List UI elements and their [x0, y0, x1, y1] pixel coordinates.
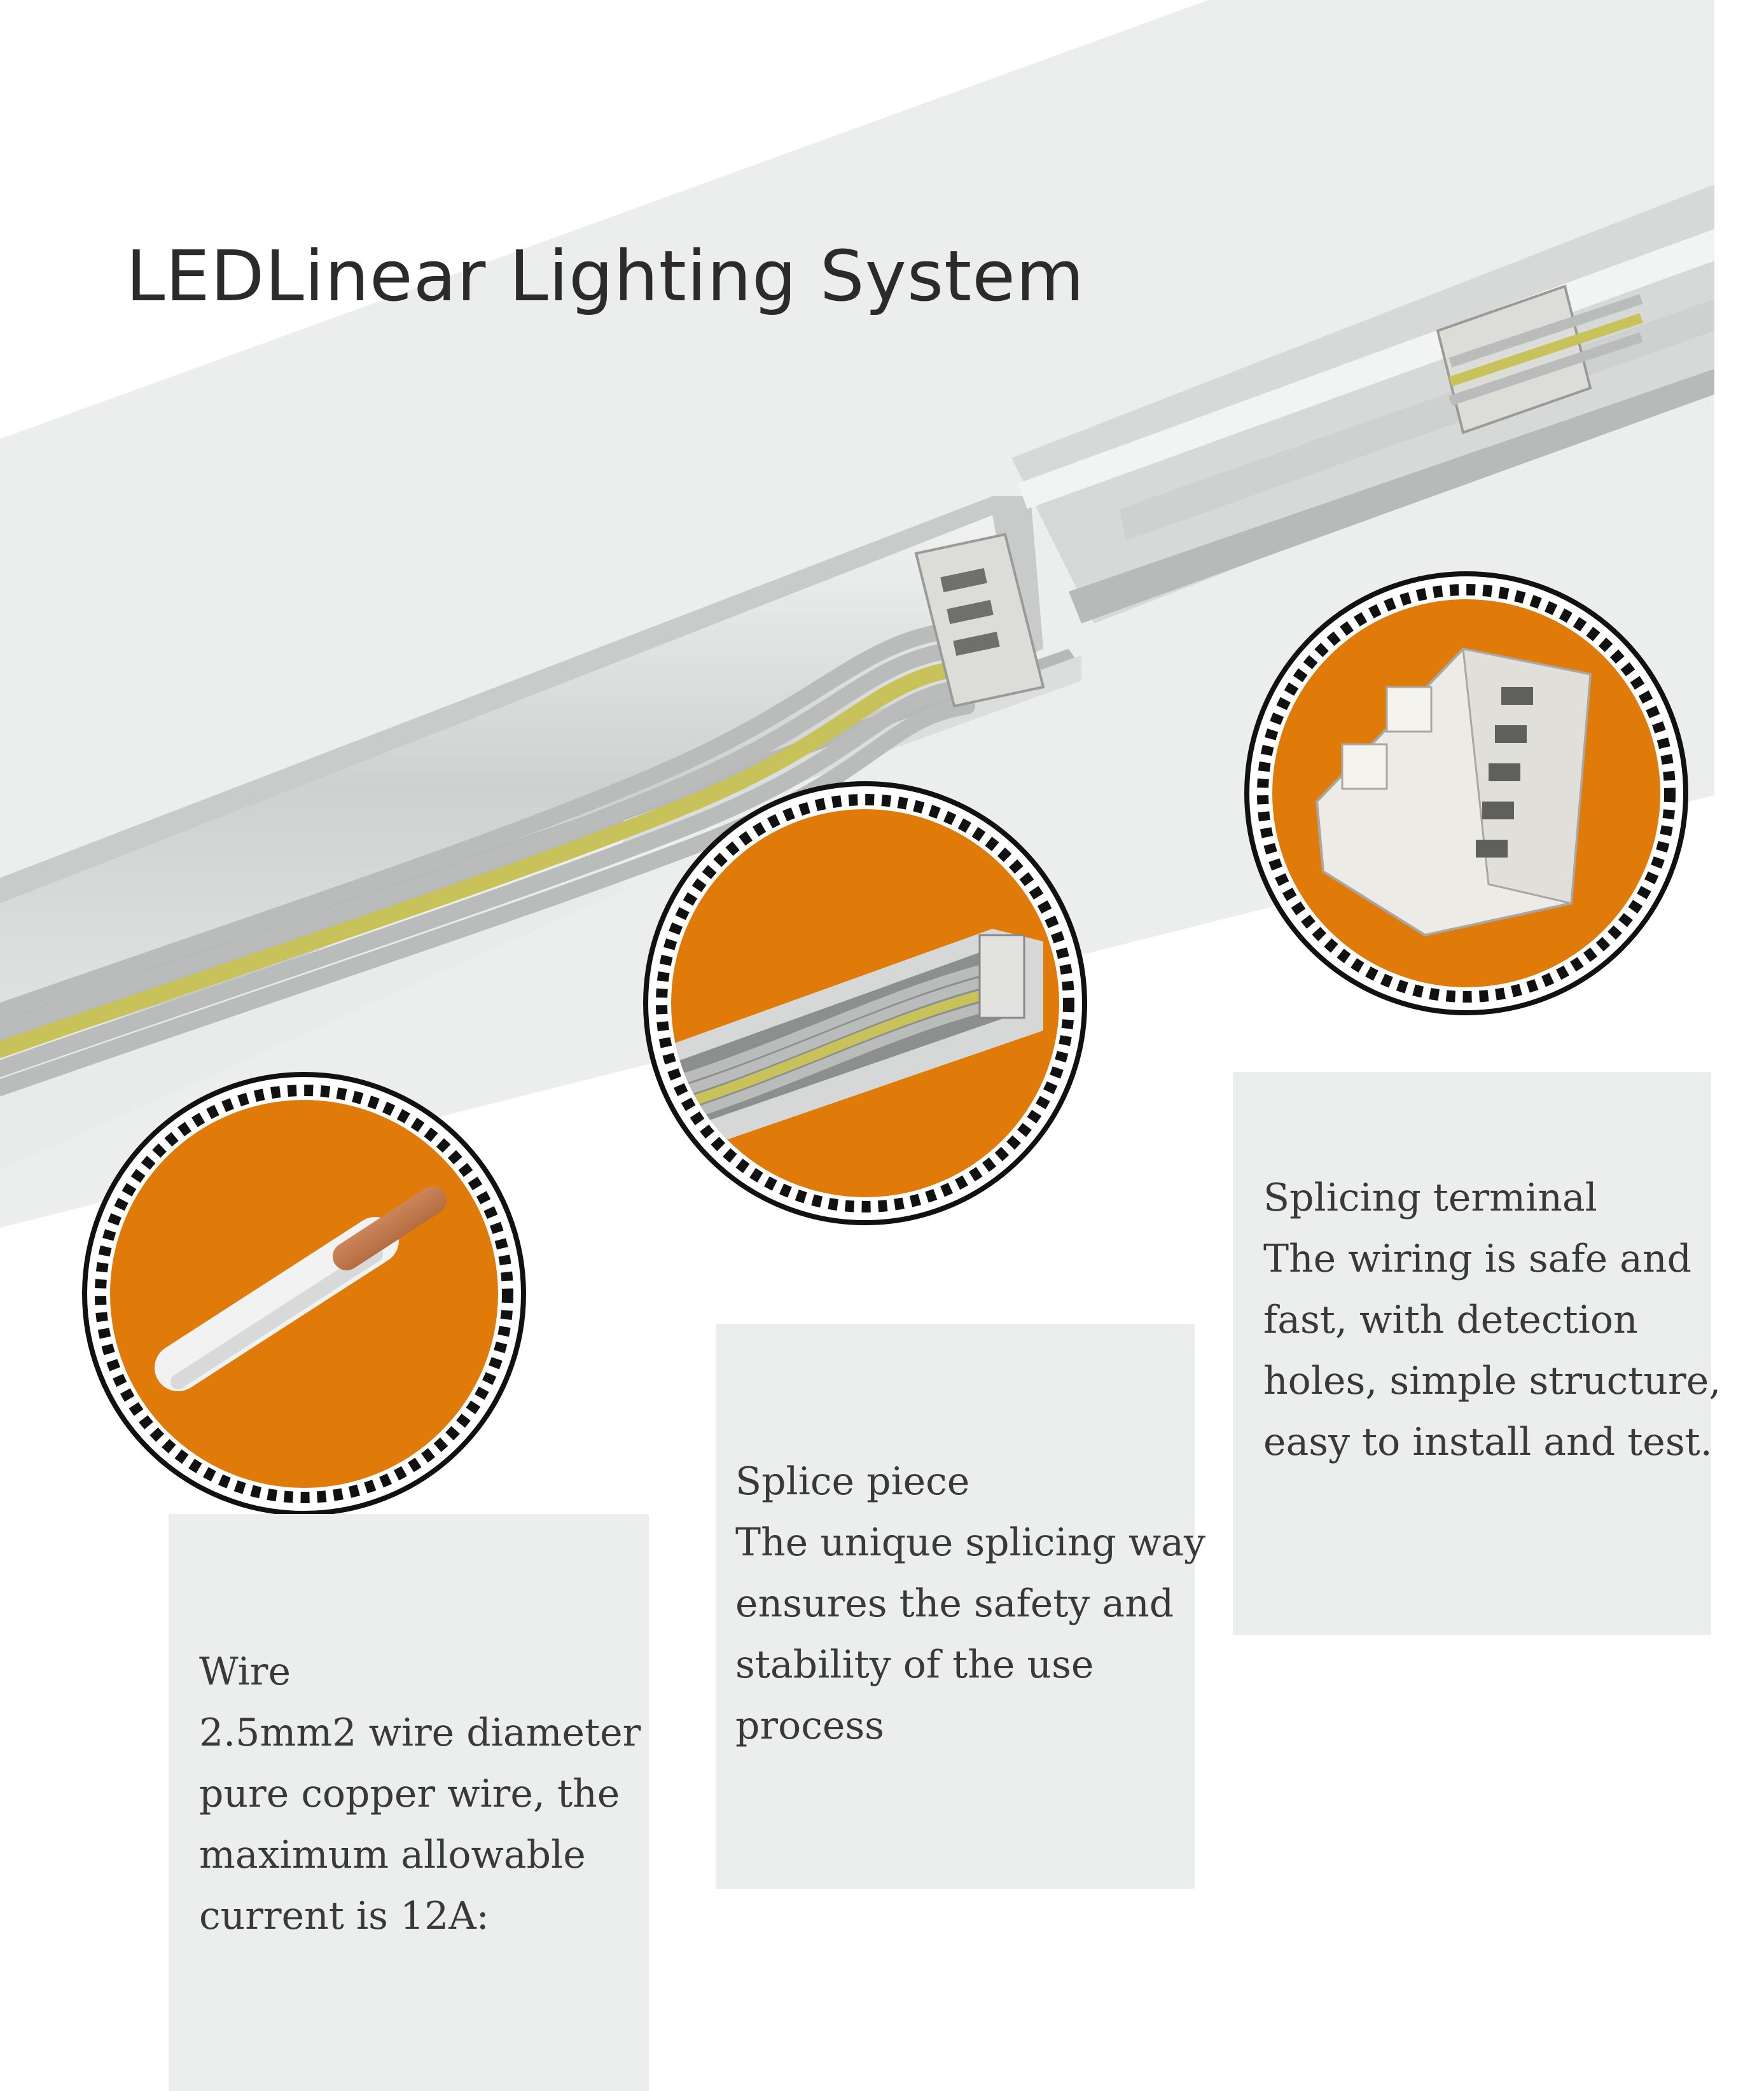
splice-piece-description-line: ensures the safety and	[735, 1581, 1174, 1626]
splice-piece-description-line: process	[735, 1704, 884, 1748]
right-linear-rail	[1011, 184, 1714, 623]
splice-piece-description-line: stability of the use	[735, 1643, 1094, 1687]
splice-piece-description-line: The unique splicing way	[735, 1520, 1205, 1565]
wire-description-line: maximum allowable	[199, 1833, 586, 1877]
splice-piece-info-box: Splice piece The unique splicing way ens…	[716, 1324, 1205, 1889]
splicing-terminal-description-line: easy to install and test.	[1263, 1420, 1712, 1464]
wire-heading: Wire	[199, 1650, 291, 1694]
splice-callout	[643, 781, 1087, 1225]
wire-description-line: 2.5mm2 wire diameter	[199, 1711, 641, 1755]
splicing-terminal-heading: Splicing terminal	[1263, 1176, 1597, 1220]
splice-piece-heading: Splice piece	[735, 1459, 970, 1504]
splicing-terminal-description-line: The wiring is safe and	[1263, 1237, 1692, 1281]
splicing-terminal-description-line: holes, simple structure,	[1263, 1359, 1721, 1403]
wire-description-line: pure copper wire, the	[199, 1772, 620, 1816]
rail-wires	[0, 622, 975, 1096]
splicing-terminal-info-box: Splicing terminal The wiring is safe and…	[1233, 1072, 1721, 1635]
wire-callout	[82, 1072, 526, 1516]
page-title: LEDLinear Lighting System	[126, 235, 1085, 317]
wire-description-line: current is 12A:	[199, 1894, 489, 1938]
wire-info-box: Wire 2.5mm2 wire diameter pure copper wi…	[169, 1514, 649, 2091]
splicing-terminal-description-line: fast, with detection	[1263, 1298, 1638, 1342]
rail-splice-terminal	[914, 532, 1045, 708]
terminal-callout	[1244, 571, 1688, 1015]
